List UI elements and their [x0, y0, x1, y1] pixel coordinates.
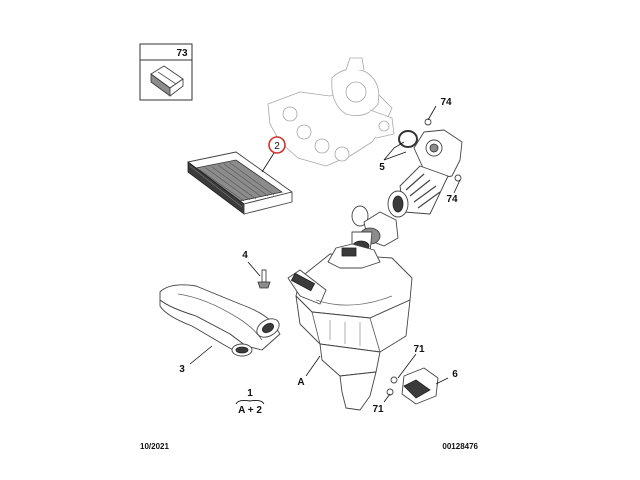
label-6: 6: [452, 369, 458, 380]
footer: 10/2021 00128476: [140, 442, 479, 451]
leader-lines: [189, 105, 461, 403]
label-A: A: [297, 377, 304, 388]
label-2: 2: [274, 141, 280, 152]
label-73: 73: [176, 48, 188, 59]
highlighted-label-2: 2: [268, 136, 286, 154]
label-4: 4: [242, 250, 248, 261]
label-71-top: 71: [413, 344, 425, 355]
seal-ring-5: [398, 130, 418, 148]
turbo-outlet-pipe: [387, 118, 463, 218]
bracket-clip-icon: [150, 65, 184, 97]
assembly-legend: 1 A + 2: [235, 388, 265, 416]
label-3: 3: [179, 364, 185, 375]
label-74-bottom: 74: [446, 194, 458, 205]
mounting-bracket-6: [386, 367, 439, 405]
air-filter-housing: [287, 243, 413, 411]
legend-brace-icon: [235, 399, 265, 405]
label-74-top: 74: [440, 97, 452, 108]
legend-bottom: A + 2: [238, 405, 262, 416]
intake-elbow: [351, 205, 399, 255]
inset-box-73: 73: [139, 43, 193, 101]
footer-diagram-number: 00128476: [442, 442, 478, 451]
label-5: 5: [379, 162, 385, 173]
air-filter-element: [187, 151, 293, 215]
footer-date: 10/2021: [140, 442, 169, 451]
intake-duct: [159, 284, 281, 357]
label-71-bottom: 71: [372, 404, 384, 415]
turbocharger-manifold: [267, 57, 395, 167]
legend-top: 1: [247, 388, 253, 399]
bolt-4: [257, 269, 271, 289]
reference-labels: 74 5 74 2 4 3 A 71 71 6: [179, 97, 458, 415]
